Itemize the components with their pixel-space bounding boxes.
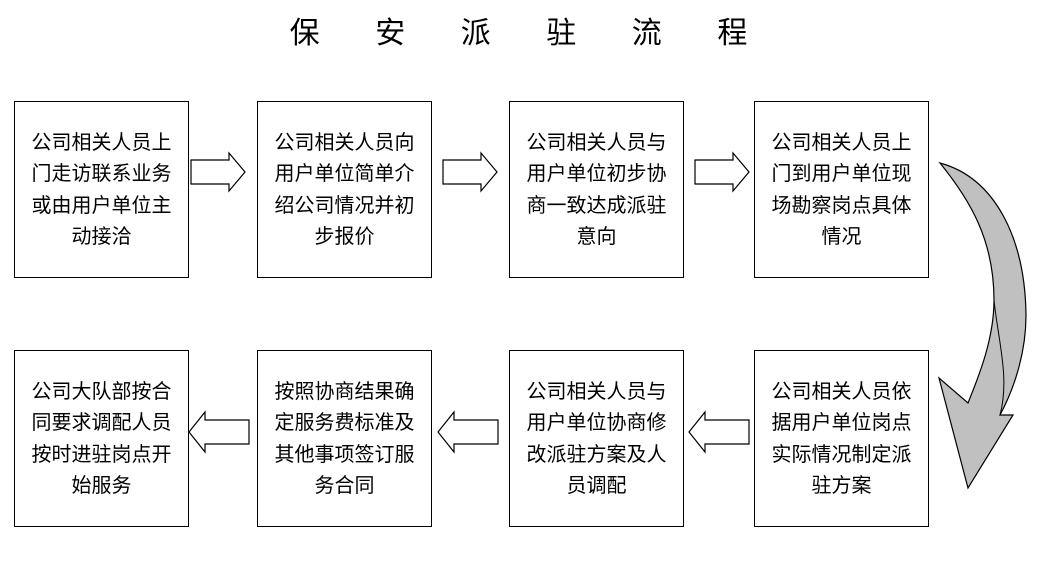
step-2-text: 公司相关人员向用户单位简单介绍公司情况并初步报价 [274, 129, 415, 249]
curved-arrow-step4-to-step5 [937, 161, 1027, 490]
step-6-text: 公司相关人员与用户单位协商修改派驻方案及人员调配 [526, 378, 667, 498]
arrow-step5-to-step6 [688, 410, 750, 454]
arrow-step2-to-step3 [442, 151, 498, 193]
step-2-box: 公司相关人员向用户单位简单介绍公司情况并初步报价 [257, 101, 432, 278]
step-5-text: 公司相关人员依据用户单位岗点实际情况制定派驻方案 [771, 378, 912, 498]
step-7-text: 按照协商结果确定服务费标准及其他事项签订服务合同 [274, 378, 415, 498]
arrow-step6-to-step7 [437, 410, 499, 454]
step-3-box: 公司相关人员与用户单位初步协商一致达成派驻意向 [509, 101, 684, 278]
arrow-step1-to-step2 [190, 151, 246, 193]
step-5-box: 公司相关人员依据用户单位岗点实际情况制定派驻方案 [754, 350, 929, 527]
step-8-box: 公司大队部按合同要求调配人员按时进驻岗点开始服务 [14, 350, 189, 527]
page-title: 保 安 派 驻 流 程 [289, 16, 771, 51]
step-8-text: 公司大队部按合同要求调配人员按时进驻岗点开始服务 [31, 378, 172, 498]
curved-arrow-inner-edge [993, 299, 1005, 416]
step-6-box: 公司相关人员与用户单位协商修改派驻方案及人员调配 [509, 350, 684, 527]
arrow-step3-to-step4 [694, 151, 750, 193]
step-4-box: 公司相关人员上门到用户单位现场勘察岗点具体情况 [754, 101, 929, 278]
step-1-box: 公司相关人员上门走访联系业务或由用户单位主动接洽 [14, 101, 189, 278]
step-3-text: 公司相关人员与用户单位初步协商一致达成派驻意向 [526, 129, 667, 249]
step-1-text: 公司相关人员上门走访联系业务或由用户单位主动接洽 [31, 129, 172, 249]
step-4-text: 公司相关人员上门到用户单位现场勘察岗点具体情况 [771, 129, 912, 249]
step-7-box: 按照协商结果确定服务费标准及其他事项签订服务合同 [257, 350, 432, 527]
arrow-step7-to-step8 [188, 410, 250, 454]
